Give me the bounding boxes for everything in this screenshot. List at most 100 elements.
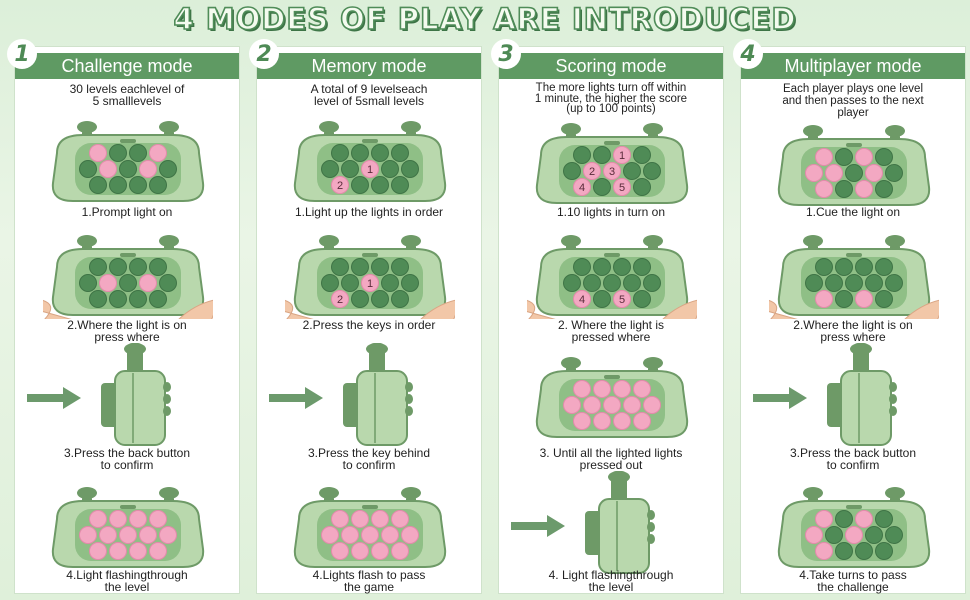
speaker-slot: [604, 141, 620, 145]
mode-number-badge: 2: [249, 39, 279, 69]
unlit-button: [109, 258, 127, 276]
light-order-number: 1: [619, 150, 625, 162]
lit-button: [341, 526, 359, 544]
unlit-button: [109, 290, 127, 308]
mode-intro: A total of 9 levelseach level of 5small …: [263, 83, 475, 107]
lit-button: [593, 412, 611, 430]
speaker-slot: [120, 505, 136, 509]
lit-button: [129, 542, 147, 560]
lit-button: [331, 510, 349, 528]
mode-title: Multiplayer mode: [784, 55, 922, 76]
intro-line: The more lights turn off within: [535, 82, 687, 94]
unlit-button: [573, 146, 591, 164]
lit-button: [573, 178, 591, 196]
arrow-icon: [511, 515, 565, 537]
lit-button: [89, 542, 107, 560]
unlit-button: [381, 274, 399, 292]
lit-button: [99, 160, 117, 178]
lit-button: [149, 510, 167, 528]
lit-button: [815, 542, 833, 560]
hand-shape: [662, 299, 697, 319]
lit-button: [855, 180, 873, 198]
lit-button: [129, 510, 147, 528]
lit-button: [573, 412, 591, 430]
unlit-button: [109, 144, 127, 162]
light-order-number: 5: [619, 182, 625, 194]
mode-header: Challenge mode: [15, 53, 239, 79]
device-side-view: [827, 343, 897, 446]
arrow-icon: [269, 387, 323, 409]
device-illustration: 21: [285, 235, 455, 319]
intro-line: 1 minute, the higher the score: [534, 92, 688, 105]
unlit-button: [865, 526, 883, 544]
intro-line: 30 levels eachlevel of: [69, 82, 185, 96]
lit-button: [815, 148, 833, 166]
lit-button: [643, 396, 661, 414]
lit-button: [89, 144, 107, 162]
light-order-number: 4: [579, 294, 585, 306]
unlit-button: [321, 274, 339, 292]
side-bump: [163, 406, 171, 416]
arrow-shape: [269, 387, 323, 409]
unlit-button: [119, 274, 137, 292]
device-side-view: [343, 343, 413, 446]
intro-line: A total of 9 levelseach: [310, 82, 428, 96]
unlit-button: [563, 274, 581, 292]
lit-button: [361, 160, 379, 178]
lit-button: [149, 542, 167, 560]
unlit-button: [321, 160, 339, 178]
intro-line: and then passes to the next: [782, 95, 924, 107]
unlit-button: [129, 144, 147, 162]
lit-button: [573, 380, 591, 398]
hand-shape: [769, 299, 798, 319]
lit-button: [381, 526, 399, 544]
unlit-button: [825, 526, 843, 544]
lit-button: [321, 526, 339, 544]
mode-header: Multiplayer mode: [741, 53, 965, 79]
unlit-button: [331, 144, 349, 162]
lit-button: [593, 380, 611, 398]
unlit-button: [855, 258, 873, 276]
lit-button: [623, 396, 641, 414]
light-order-number: 1: [367, 164, 373, 176]
lit-button: [139, 526, 157, 544]
unlit-button: [371, 144, 389, 162]
antenna-tip: [850, 343, 872, 355]
unlit-button: [563, 162, 581, 180]
lit-button: [855, 510, 873, 528]
lit-button: [815, 290, 833, 308]
mode-title: Scoring mode: [555, 55, 667, 76]
device-illustration: [51, 121, 205, 202]
lit-button: [815, 180, 833, 198]
unlit-button: [855, 542, 873, 560]
unlit-button: [159, 160, 177, 178]
lit-button: [99, 526, 117, 544]
mode-panel-scoring: Scoring mode 3 The more lights turn off …: [491, 39, 724, 594]
unlit-button: [835, 258, 853, 276]
lit-button: [633, 380, 651, 398]
mode-intro: Each player plays one level and then pas…: [747, 83, 959, 119]
lit-button: [603, 396, 621, 414]
unlit-button: [119, 160, 137, 178]
step-caption: 2.Press the keys in order: [302, 318, 436, 332]
device-illustration: [769, 235, 939, 319]
light-order-number: 4: [579, 182, 585, 194]
intro-line: (up to 100 points): [566, 103, 656, 115]
mode-header: Memory mode: [257, 53, 481, 79]
arrow-icon: [753, 387, 807, 409]
device-illustration: [535, 357, 689, 438]
lit-button: [603, 162, 621, 180]
unlit-button: [835, 542, 853, 560]
mode-number-badge: 4: [733, 39, 763, 69]
mode-panel-memory: Memory mode 2 A total of 9 levelseach le…: [249, 39, 482, 594]
speaker-slot: [846, 143, 862, 147]
lit-button: [805, 526, 823, 544]
side-bump: [889, 394, 897, 404]
unlit-button: [633, 178, 651, 196]
intro-line: player: [837, 107, 869, 119]
unlit-button: [331, 258, 349, 276]
unlit-button: [149, 258, 167, 276]
light-order-number: 1: [367, 278, 373, 290]
